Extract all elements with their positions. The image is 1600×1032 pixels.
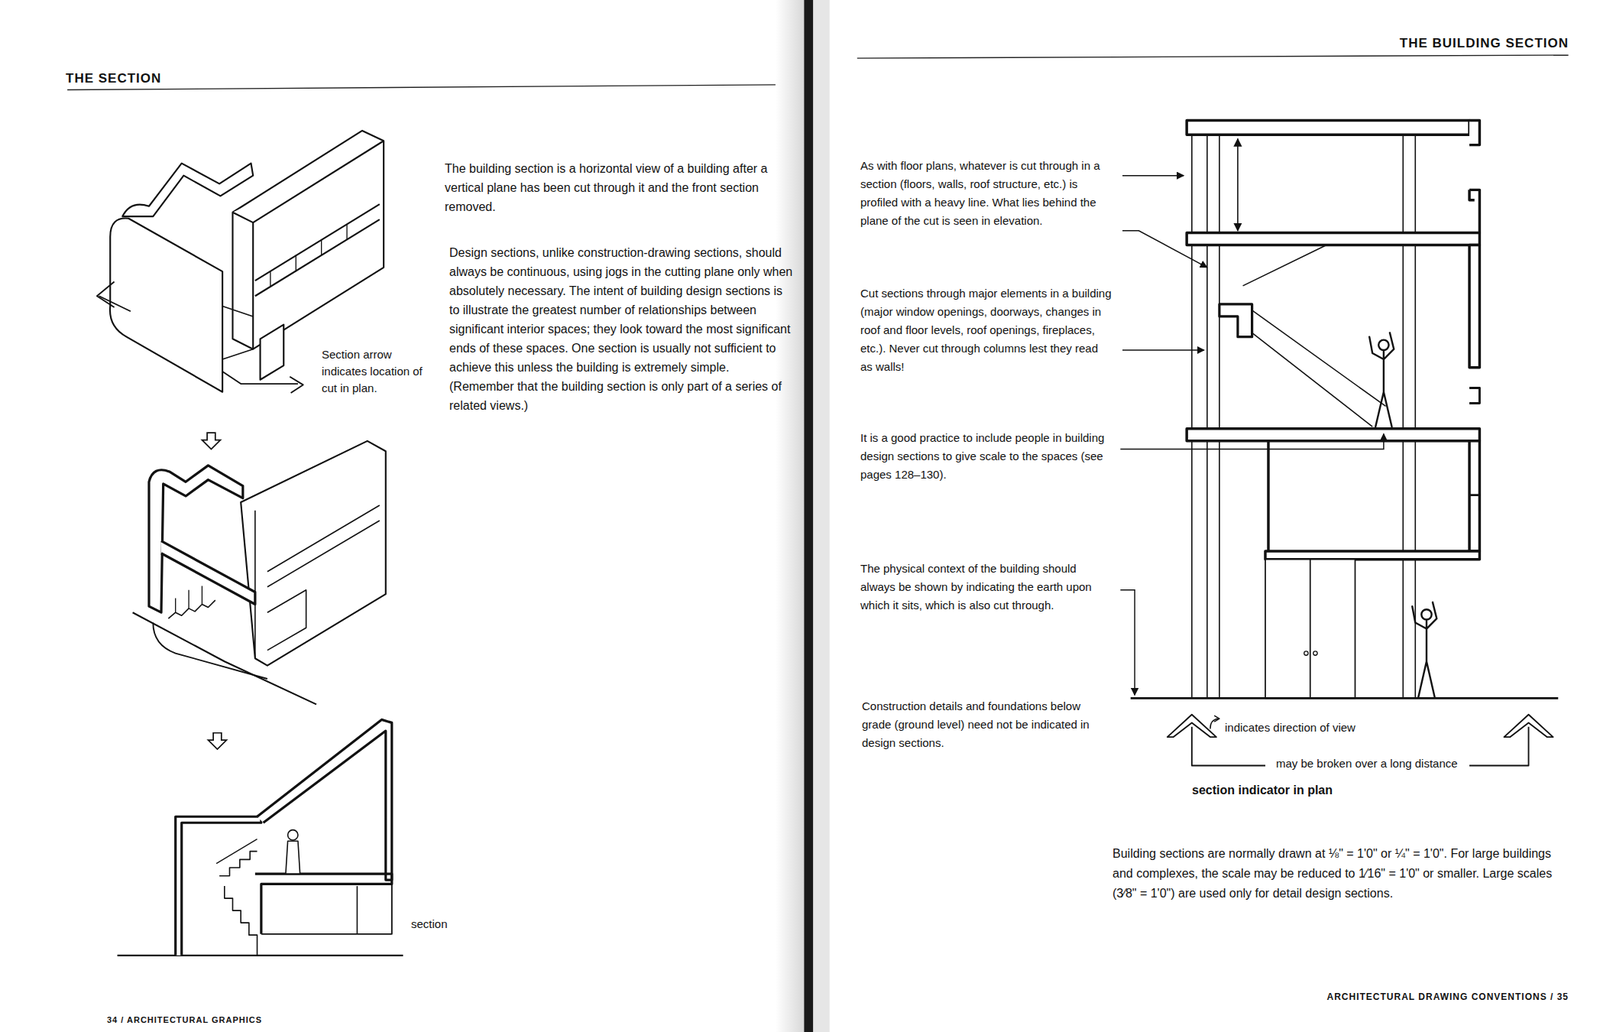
drawing-stroke <box>1243 244 1387 427</box>
drawing-stroke <box>1369 332 1394 427</box>
drawing-stroke <box>97 281 115 308</box>
drawing-stroke <box>1378 340 1389 350</box>
drawing-stroke <box>267 589 307 651</box>
drawing-stroke <box>270 224 347 287</box>
small-building-section <box>117 719 404 955</box>
drawing-stroke <box>1122 174 1184 176</box>
indicator-caption: section indicator in plan <box>1191 780 1445 800</box>
drawing-stroke <box>1313 651 1318 655</box>
drawing-stroke <box>232 130 384 350</box>
drawing-stroke <box>1218 134 1221 698</box>
drawing-stroke <box>803 0 813 1032</box>
drawing-stroke <box>222 371 298 384</box>
body-text: Building sections are normally drawn at … <box>1112 843 1564 904</box>
leader-lines <box>1120 175 1384 696</box>
drawing-stroke <box>1186 428 1480 441</box>
drawing-stroke <box>132 612 317 704</box>
drawing-stroke <box>1469 244 1480 367</box>
drawing-stroke <box>175 816 262 956</box>
page-heading: THE SECTION <box>65 68 311 89</box>
drawing-stroke <box>161 540 256 605</box>
drawing-stroke <box>1186 232 1480 245</box>
drawing-stroke <box>240 440 386 666</box>
building-section-drawing <box>1130 120 1559 699</box>
drawing-stroke <box>1120 434 1384 450</box>
drawing-stroke <box>224 885 258 956</box>
drawing-stroke <box>261 883 392 933</box>
drawing-stroke <box>1266 440 1270 551</box>
drawing-stroke <box>1265 559 1356 699</box>
annotation-text: Construction details and foundations bel… <box>861 696 1092 752</box>
book-gutter <box>775 0 830 1032</box>
drawing-stroke <box>219 851 257 876</box>
drawing-stroke <box>1130 696 1559 700</box>
indicator-note: may be broken over a long distance <box>1272 754 1461 773</box>
drawing-stroke <box>222 306 253 360</box>
drawing-stroke <box>285 840 301 874</box>
drawing-stroke <box>152 622 268 679</box>
callout-note: Section arrow indicates location of cut … <box>321 346 437 397</box>
drawing-stroke <box>1120 589 1135 696</box>
drawing-stroke <box>1469 387 1480 510</box>
drawing-stroke <box>775 0 804 1032</box>
page-footer: ARCHITECTURAL DRAWING CONVENTIONS / 35 <box>1260 989 1569 1004</box>
drawing-stroke <box>67 84 776 91</box>
drawing-stroke <box>122 163 253 217</box>
drawing-stroke <box>1122 349 1205 350</box>
drawing-stroke <box>1469 120 1480 146</box>
drawing-stroke <box>1186 120 1470 136</box>
drawing-stroke <box>288 829 298 840</box>
indicator-note: indicates direction of view <box>1224 719 1455 737</box>
drawing-stroke <box>1421 608 1432 619</box>
drawing-stroke <box>1469 726 1529 766</box>
drawing-stroke <box>1402 134 1404 698</box>
drawing-stroke <box>1206 134 1209 698</box>
drawing-stroke <box>1412 602 1437 697</box>
drawing-stroke <box>255 204 380 296</box>
drawing-stroke <box>1304 651 1309 655</box>
drawing-stroke <box>216 838 257 864</box>
drawing-stroke <box>1191 134 1193 698</box>
drawing-stroke <box>289 376 303 393</box>
drawing-stroke <box>1237 139 1239 231</box>
drawing-stroke <box>1122 230 1208 268</box>
drawing-stroke <box>252 222 254 350</box>
drawing-stroke <box>356 885 359 934</box>
page-heading: THE BUILDING SECTION <box>1298 33 1569 54</box>
figure-label: section <box>411 915 488 933</box>
annotation-text: The physical context of the building sho… <box>860 559 1113 615</box>
header-rules <box>67 55 1568 90</box>
drawing-stroke <box>1214 715 1220 722</box>
page-footer: 34 / ARCHITECTURAL GRAPHICS <box>106 1013 352 1027</box>
drawing-stroke <box>254 510 256 659</box>
annotation-text: Cut sections through major elements in a… <box>860 284 1113 376</box>
drawing-stroke <box>232 140 384 223</box>
drawing-stroke <box>175 585 203 613</box>
drawing-stroke <box>99 295 131 311</box>
drawing-stroke <box>267 505 380 587</box>
drawing-stroke <box>110 218 223 392</box>
drawing-stroke <box>1469 189 1480 233</box>
drawing-stroke <box>1414 134 1416 698</box>
drawing-stroke <box>117 954 404 956</box>
drawing-stroke <box>260 324 285 380</box>
body-text: Design sections, unlike construction-dra… <box>449 242 794 415</box>
cut-axonometric-view <box>132 440 386 705</box>
drawing-stroke <box>812 0 830 1032</box>
drawing-stroke <box>201 432 221 449</box>
annotation-text: It is a good practice to include people … <box>860 428 1113 484</box>
drawing-stroke <box>207 732 227 749</box>
annotation-text: As with floor plans, whatever is cut thr… <box>860 156 1113 230</box>
body-text: The building section is a horizontal vie… <box>444 158 781 217</box>
drawing-stroke <box>1265 550 1480 560</box>
scale-figure <box>1369 332 1437 697</box>
drawing-stroke <box>857 55 1569 59</box>
column-lines <box>1191 134 1416 698</box>
drawing-stroke <box>257 719 392 880</box>
drawing-stroke <box>1309 559 1312 699</box>
drawing-stroke <box>1219 304 1253 337</box>
drawing-stroke <box>255 873 392 934</box>
